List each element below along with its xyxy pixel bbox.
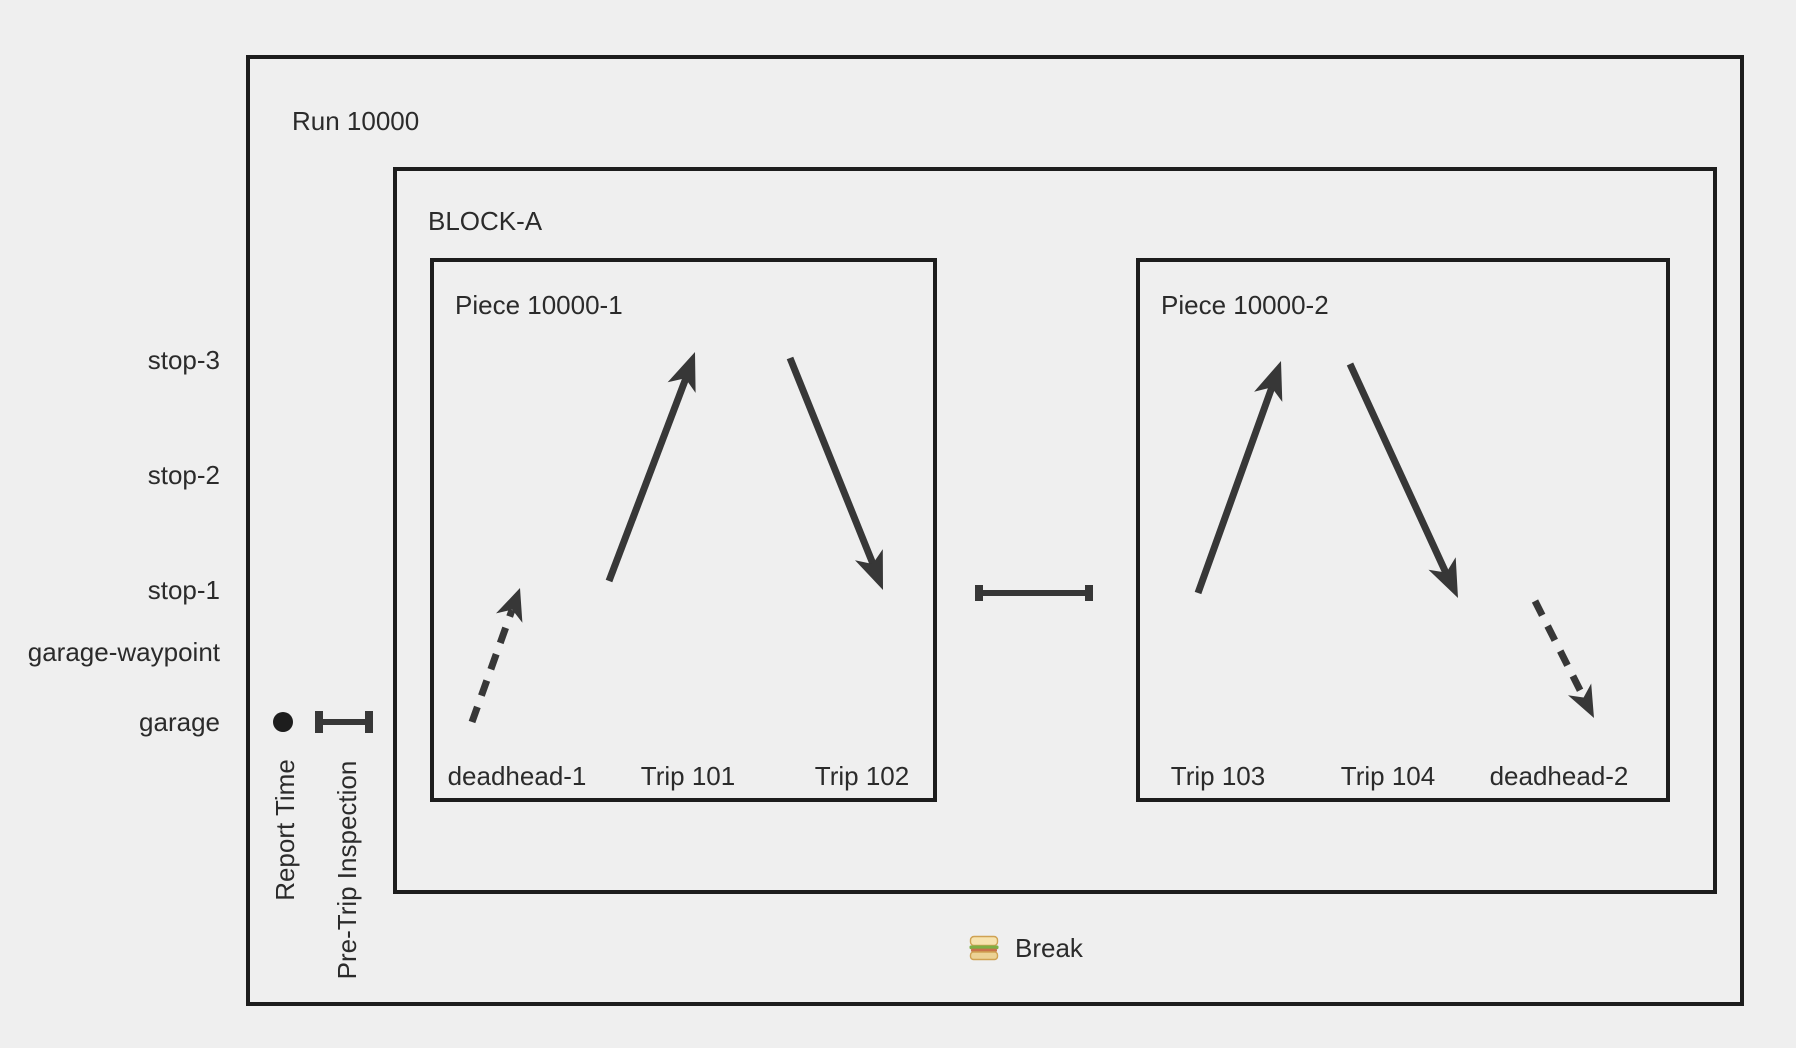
y-axis-label-garage: garage [139, 707, 220, 737]
segment-label-trip-102: Trip 102 [814, 761, 910, 791]
y-axis-label-stop-2: stop-2 [147, 460, 220, 490]
segment-label-trip-101: Trip 101 [640, 761, 736, 791]
run-title: Run 10000 [292, 106, 420, 136]
segment-label-trip-104: Trip 104 [1340, 761, 1436, 791]
pre-trip-inspection-label: Pre-Trip Inspection [332, 760, 362, 980]
piece-2-title: Piece 10000-2 [1161, 290, 1329, 320]
run-box [246, 55, 1744, 1006]
piece-1-title: Piece 10000-1 [455, 290, 623, 320]
y-axis-label-stop-3: stop-3 [147, 345, 220, 375]
sandwich-icon [968, 935, 1000, 962]
segment-label-deadhead-1: deadhead-1 [447, 761, 587, 791]
block-box [393, 167, 1717, 894]
report-time-label: Report Time [270, 759, 300, 901]
piece-2-box [1136, 258, 1670, 802]
segment-label-deadhead-2: deadhead-2 [1489, 761, 1629, 791]
break-label: Break [1015, 933, 1083, 963]
piece-1-box [430, 258, 937, 802]
y-axis-label-garage-waypoint: garage-waypoint [27, 637, 220, 667]
block-title: BLOCK-A [428, 206, 543, 236]
break-annotation: Break [968, 932, 1083, 964]
segment-label-trip-103: Trip 103 [1170, 761, 1266, 791]
y-axis-label-stop-1: stop-1 [147, 575, 220, 605]
